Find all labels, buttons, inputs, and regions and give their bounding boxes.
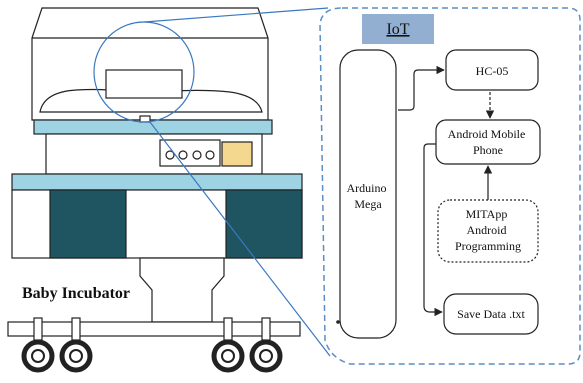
save-data-node <box>443 293 539 335</box>
control-knob <box>165 150 175 160</box>
iot-panel-border <box>319 7 581 365</box>
sensor-tab <box>139 115 151 123</box>
android-phone-node <box>435 119 541 165</box>
incubator-stand <box>139 257 225 323</box>
control-knob <box>205 150 215 160</box>
zoom-line-top <box>143 7 329 23</box>
wheel <box>211 317 245 373</box>
iot-title: IoT <box>386 21 409 38</box>
incubator-rail <box>7 321 301 337</box>
cabinet-door-right <box>225 189 303 259</box>
incubator-base-bar <box>11 173 303 191</box>
junction-dot <box>336 320 340 324</box>
save-data-label: Save Data .txt <box>457 307 525 321</box>
cabinet-door-left <box>49 189 127 259</box>
android-phone-label: Android Mobile Phone <box>448 127 529 157</box>
wheel <box>21 317 55 373</box>
incubator-inner-box <box>105 69 183 99</box>
arduino-mega-label: Arduino Mega <box>347 181 390 211</box>
incubator-tray-bar <box>33 119 273 135</box>
wheel <box>59 317 93 373</box>
display-screen <box>221 141 253 167</box>
iot-title-box <box>362 14 434 44</box>
hc05-node <box>445 49 539 91</box>
connectors <box>398 65 495 317</box>
control-knob <box>192 150 202 160</box>
zoom-line-bottom <box>149 121 331 357</box>
arrow-arduino-to-hc05 <box>398 65 445 111</box>
arrow-android-to-save <box>423 143 443 317</box>
baby-incubator-illustration <box>7 7 303 373</box>
control-knob <box>178 150 188 160</box>
zoom-callout <box>93 7 331 357</box>
arduino-mega-node <box>339 49 397 339</box>
wheel <box>249 317 283 373</box>
hc05-label: HC-05 <box>476 64 509 78</box>
mitapp-label: MITApp Android Programming <box>455 207 521 253</box>
incubator-caption: Baby Incubator <box>22 285 130 302</box>
